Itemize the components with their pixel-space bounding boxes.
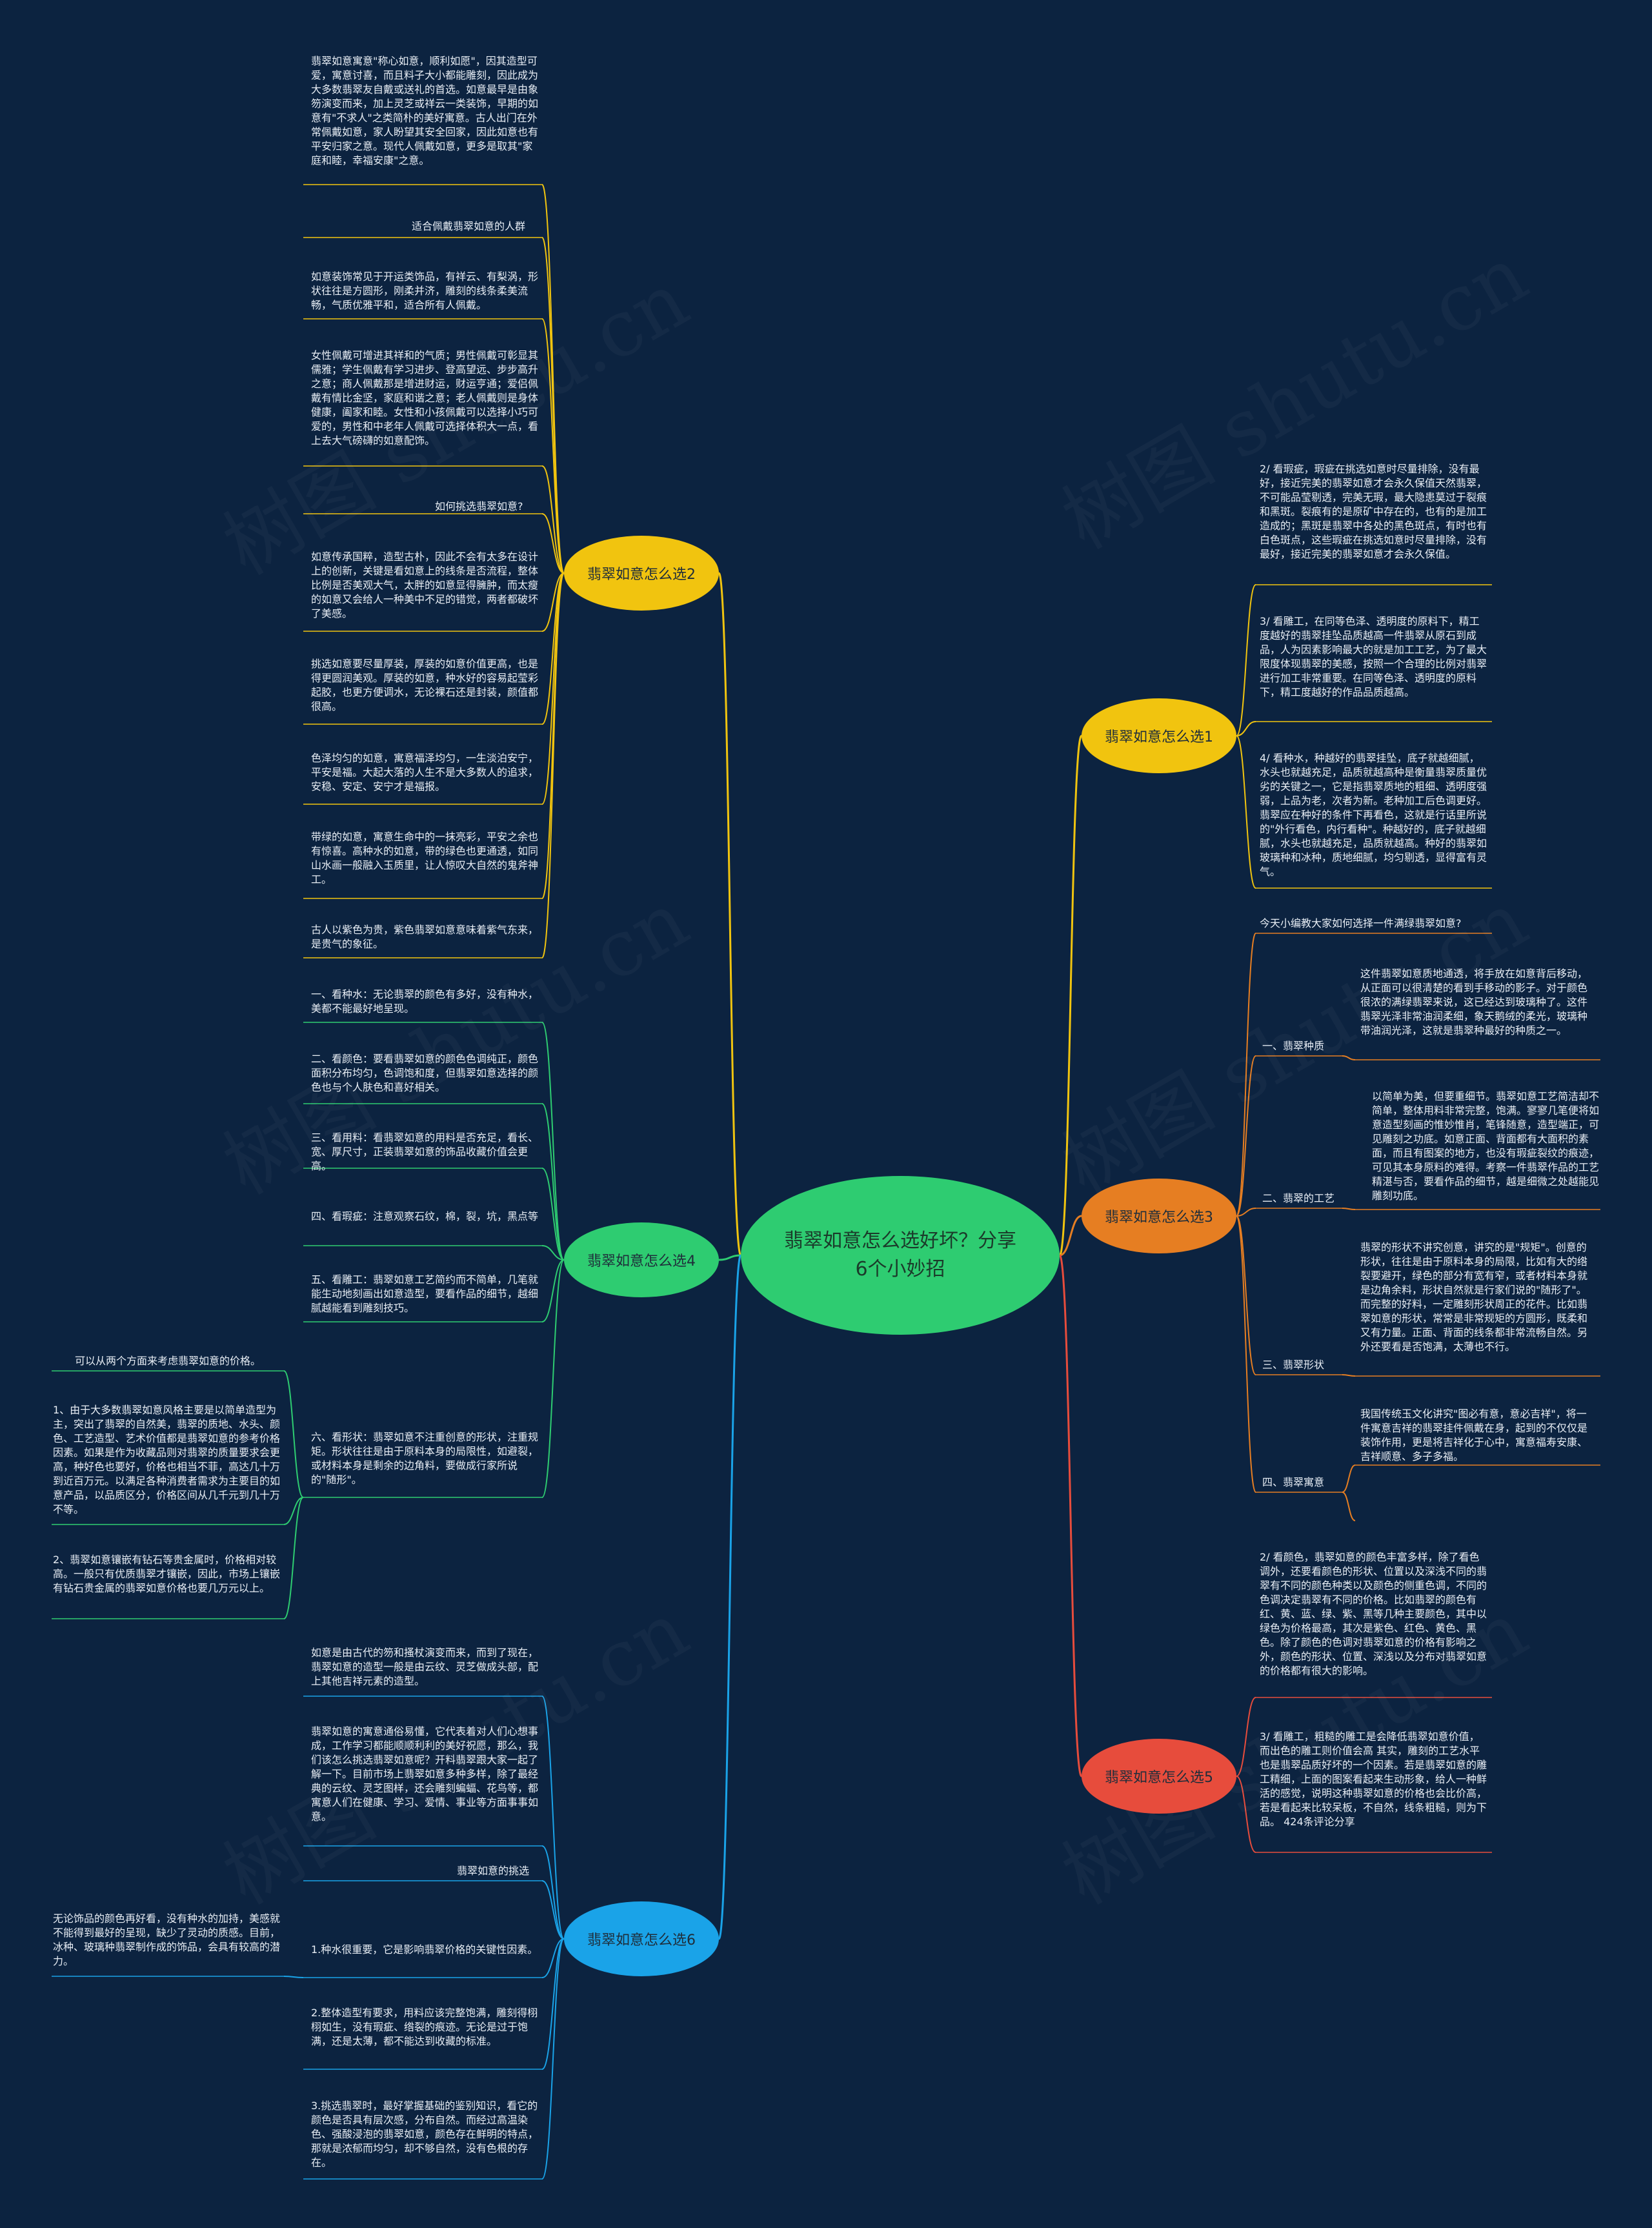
branch2-leaf: 带绿的如意，寓意生命中的一抹亮彩，平安之余也有惊喜。高种水的如意，带的绿色也更通… <box>311 831 539 886</box>
branch3-item-title: 三、翡翠形状 <box>1262 1359 1325 1371</box>
leaf-link <box>541 572 565 725</box>
branch4-leaf: 三、看用料：看翡翠如意的用料是否充足，看长、宽、厚尺寸，正装翡翠如意的饰品收藏价… <box>311 1131 539 1172</box>
leaf-link <box>541 572 565 899</box>
branch6-leaf: 如意是由古代的笏和搔杖演变而来，而到了现在，翡翠如意的造型一般是由云纹、灵芝做成… <box>311 1646 539 1687</box>
leaf-link <box>283 1370 304 1498</box>
leaf-link <box>1236 1697 1256 1777</box>
leaf-link <box>541 1845 565 1939</box>
leaf-link <box>1342 1492 1356 1521</box>
leaf-link <box>541 572 565 805</box>
leaf-link <box>541 1880 565 1939</box>
branch1-leaf: 2/ 看瑕疵，瑕疵在挑选如意时尽量排除，没有最好，接近完美的翡翠如意才会永久保值… <box>1260 463 1487 560</box>
leaf-link <box>1236 1208 1256 1217</box>
root-link <box>718 1254 742 1940</box>
branch1-leaf: 3/ 看雕工，在同等色泽、透明度的原料下，精工度越好的翡翠挂坠品质越高一件翡翠从… <box>1260 615 1487 698</box>
leaf-link <box>1236 933 1256 1217</box>
branch2-leaf: 如意装饰常见于开运类饰品，有祥云、有梨涡，形状往往是方圆形，刚柔并济，雕刻的线条… <box>311 270 539 311</box>
leaf-link <box>541 1259 565 1322</box>
branch3-item-title: 一、翡翠种质 <box>1262 1040 1325 1052</box>
leaf-link <box>541 318 565 574</box>
branch6-leaf: 3.挑选翡翠时，最好掌握基础的鉴别知识，看它的颜色是否具有层次感，分布自然。而经… <box>311 2100 539 2169</box>
leaf-link <box>283 1976 304 1978</box>
branch5-leaf: 3/ 看雕工，粗糙的雕工是会降低翡翠如意价值，而出色的雕工则价值会高 其实，雕刻… <box>1260 1730 1487 1828</box>
branch4-leaf: 一、看种水：无论翡翠的颜色有多好，没有种水，美都不能最好地呈现。 <box>311 988 539 1015</box>
branch6-leaf: 翡翠如意的寓意通俗易懂，它代表着对人们心想事成，工作学习都能顺顺利利的美好祝愿，… <box>311 1725 539 1823</box>
branch2-leaf: 如何挑选翡翠如意? <box>435 500 523 512</box>
leaf-link <box>541 572 565 632</box>
branch2-leaf: 翡翠如意寓意"称心如意，顺利如愿"，因其造型可爱，寓意讨喜，而且料子大小都能雕刻… <box>311 55 539 167</box>
branch6-side-note: 无论饰品的颜色再好看，没有种水的加持，美感就不能得到最好的呈现，缺少了灵动的质感… <box>53 1912 281 1967</box>
branch4-sub-leaf: 1、由于大多数翡翠如意风格主要是以简单造型为主，突出了翡翠的自然美，翡翠的质地、… <box>53 1404 281 1515</box>
root-link <box>718 572 742 1257</box>
leaf-link <box>1236 584 1256 736</box>
branch6-leaf: 翡翠如意的挑选 <box>457 1865 530 1877</box>
root-link <box>1059 1215 1082 1257</box>
branch2-leaf: 女性佩戴可增进其祥和的气质；男性佩戴可彰显其儒雅；学生佩戴有学习进步、登高望远、… <box>311 349 539 447</box>
root-link <box>1058 734 1083 1257</box>
branch3-item-text: 翡翠的形状不讲究创意，讲究的是"规矩"。创意的形状，往往是由于原料本身的局限，比… <box>1360 1241 1588 1353</box>
leaf-link <box>1342 1464 1356 1493</box>
leaf-link <box>1236 721 1256 736</box>
leaf-link <box>1236 735 1256 889</box>
leaf-link <box>1342 1055 1356 1060</box>
leaf-link <box>1342 1208 1356 1210</box>
leaf-link <box>541 1245 565 1261</box>
branch-node-2[interactable]: 翡翠如意怎么选2 <box>564 536 719 611</box>
branch-node-1[interactable]: 翡翠如意怎么选1 <box>1082 698 1236 773</box>
leaf-link <box>541 1938 565 1978</box>
leaf-link <box>1342 1374 1356 1377</box>
branch4-leaf: 四、看瑕疵：注意观察石纹，棉，裂，坑，黑点等 <box>311 1210 539 1222</box>
branch4-sub-title: 可以从两个方面来考虑翡翠如意的价格。 <box>75 1355 261 1367</box>
branch4-leaf: 五、看雕工：翡翠如意工艺简约而不简单，几笔就能生动地刻画出如意造型，要看作品的细… <box>311 1273 539 1314</box>
leaf-link <box>541 1022 565 1261</box>
branch4-leaf: 二、看颜色：要看翡翠如意的颜色色调纯正，颜色面积分布均匀，色调饱和度，但翡翠如意… <box>311 1053 539 1093</box>
leaf-link <box>541 572 565 958</box>
leaf-link <box>541 1259 565 1498</box>
leaf-link <box>283 1497 304 1525</box>
root-link <box>1058 1254 1083 1777</box>
branch3-item-text: 我国传统玉文化讲究"图必有意，意必吉祥"，将一件寓意吉祥的翡翠挂件佩戴在身，起到… <box>1360 1408 1588 1463</box>
branch4-sub-leaf: 2、翡翠如意镶嵌有钻石等贵金属时，价格相对较高。一般只有优质翡翠才镶嵌，因此，市… <box>53 1554 281 1594</box>
leaf-link <box>541 1696 565 1939</box>
branch6-leaf: 2.整体造型有要求，用料应该完整饱满，雕刻得栩栩如生，没有瑕疵、绺裂的痕迹。无论… <box>311 2007 538 2047</box>
branch1-leaf: 4/ 看种水，种越好的翡翠挂坠，底子就越细腻，水头也就越充足，品质就越高种是衡量… <box>1260 752 1487 878</box>
branch2-leaf: 古人以紫色为贵，紫色翡翠如意意味着紫气东来，是贵气的象征。 <box>311 924 539 950</box>
branch-node-4[interactable]: 翡翠如意怎么选4 <box>564 1222 719 1297</box>
branch-node-6[interactable]: 翡翠如意怎么选6 <box>564 1901 719 1976</box>
leaf-link <box>283 1497 304 1619</box>
branch3-item-text: 以简单为美，但要重细节。翡翠如意工艺简洁却不简单，整体用料非常完整，饱满。寥寥几… <box>1372 1090 1600 1202</box>
branch2-leaf: 色泽均匀的如意，寓意福泽均匀，一生淡泊安宁，平安是福。大起大落的人生不是大多数人… <box>311 752 539 793</box>
leaf-link <box>541 465 565 574</box>
leaf-link <box>541 1103 565 1261</box>
branch-node-5[interactable]: 翡翠如意怎么选5 <box>1082 1739 1236 1814</box>
branch4-leaf: 六、看形状：翡翠如意不注重创意的形状，注重规矩。形状往往是由于原料本身的局限性，… <box>311 1431 539 1486</box>
leaf-link <box>1236 1055 1256 1217</box>
leaf-link <box>541 1168 565 1261</box>
root-node[interactable]: 翡翠如意怎么选好坏？分享6个小妙招 <box>741 1176 1060 1335</box>
leaf-link <box>1236 1215 1256 1493</box>
branch5-leaf: 2/ 看颜色，翡翠如意的颜色丰富多样，除了看色调外，还要看颜色的形状、位置以及深… <box>1260 1551 1487 1677</box>
branch6-leaf: 1.种水很重要，它是影响翡翠价格的关键性因素。 <box>311 1943 538 1956</box>
branch2-leaf: 挑选如意要尽量厚装，厚装的如意价值更高，也是得更圆润美观。厚装的如意，种水好的容… <box>311 658 539 713</box>
branch2-leaf: 如意传承国粹，造型古朴，因此不会有太多在设计上的创新，关键是看如意上的线条是否流… <box>311 551 539 620</box>
branch2-leaf: 适合佩戴翡翠如意的人群 <box>412 220 526 232</box>
branch3-intro: 今天小编教大家如何选择一件满绿翡翠如意? <box>1260 917 1462 929</box>
leaf-link <box>1236 1215 1256 1375</box>
leaf-link <box>541 513 565 574</box>
leaf-link <box>541 1938 565 2070</box>
branch-node-3[interactable]: 翡翠如意怎么选3 <box>1082 1179 1236 1253</box>
leaf-link <box>1236 1776 1256 1853</box>
leaf-link <box>541 1938 565 2180</box>
branch3-item-title: 二、翡翠的工艺 <box>1262 1192 1335 1204</box>
branch3-item-title: 四、翡翠寓意 <box>1262 1476 1325 1488</box>
branch3-item-text: 这件翡翠如意质地通透，将手放在如意背后移动，从正面可以很清楚的看到手移动的影子。… <box>1360 967 1588 1037</box>
root-link <box>718 1254 741 1261</box>
